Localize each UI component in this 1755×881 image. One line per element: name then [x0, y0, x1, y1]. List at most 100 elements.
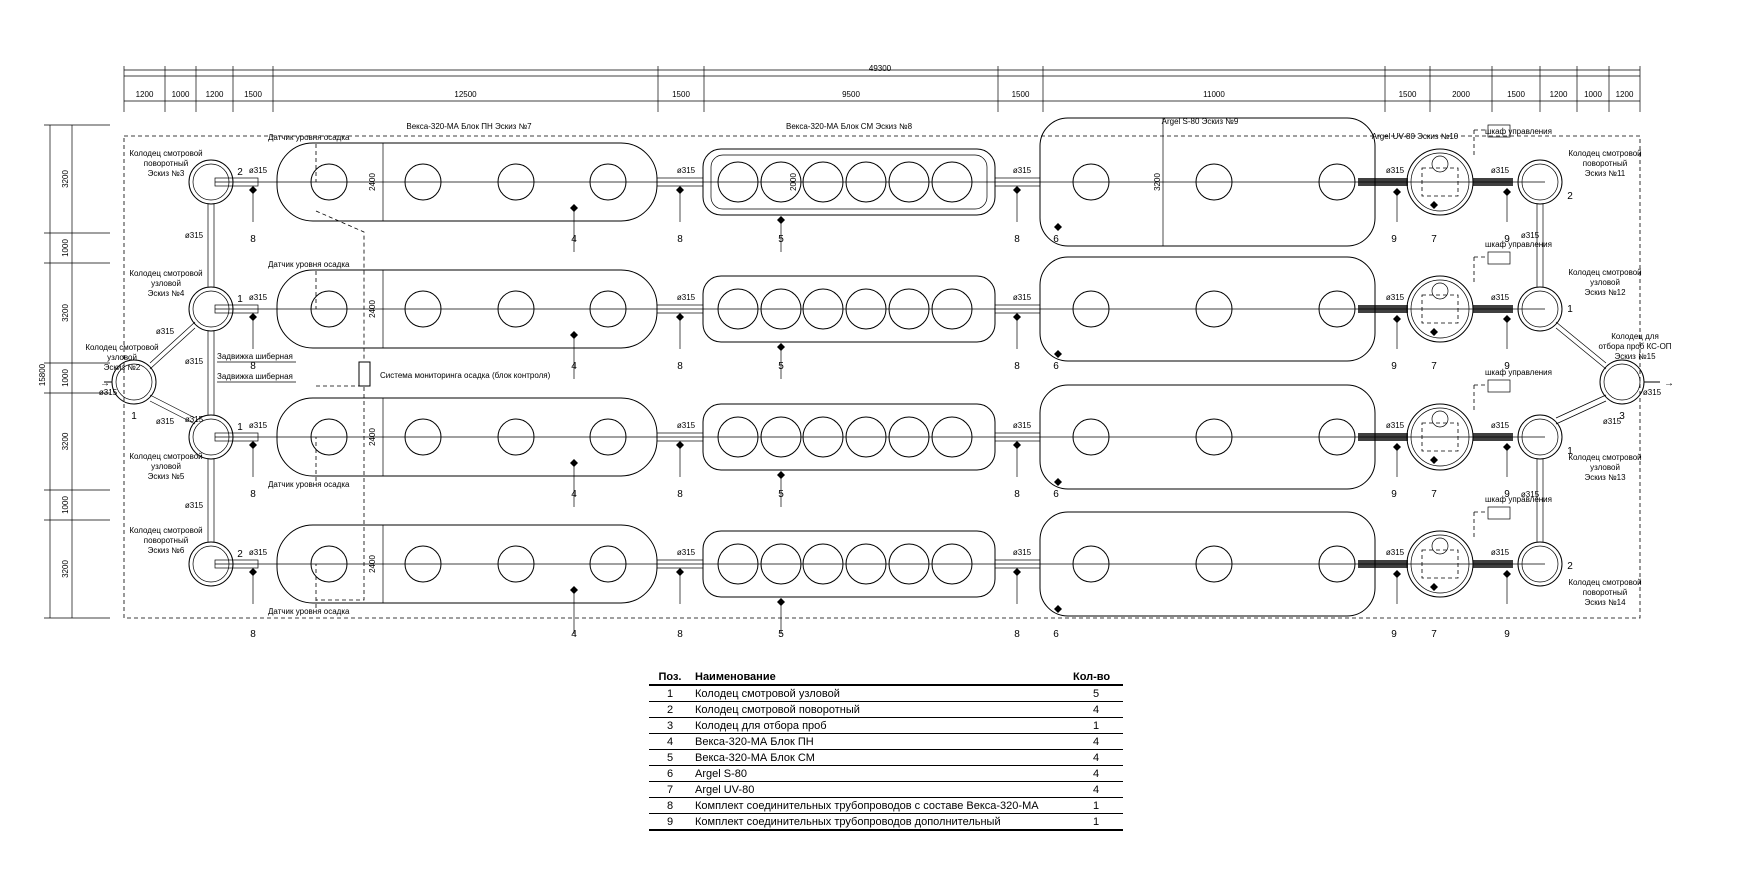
- pos-label-9: 9: [1504, 234, 1510, 245]
- manhole-hatch: [1072, 418, 1110, 456]
- pipe-diameter-label: ø315: [1013, 293, 1032, 302]
- pipe-diameter-label: ø315: [677, 548, 696, 557]
- manhole-hatch: [497, 290, 535, 328]
- sensor-label: Датчик уровня осадка: [268, 133, 350, 142]
- control-cabinet: [1487, 379, 1511, 393]
- manhole-hatch: [404, 163, 442, 201]
- uv80-valve: [1431, 282, 1449, 300]
- well-pos-label: 3: [1619, 411, 1625, 422]
- well-outer: [188, 159, 234, 205]
- pipe-diameter-label: ø315: [1013, 548, 1032, 557]
- uv80-valve: [1431, 410, 1449, 428]
- marker-pos-7: [1430, 201, 1438, 209]
- additional-pipe: [1473, 178, 1513, 186]
- segment-dim-label: 1500: [244, 90, 262, 99]
- pipe-diameter-label: ø315: [677, 166, 696, 175]
- manhole-hatch: [404, 290, 442, 328]
- control-cabinet: [1487, 251, 1511, 265]
- connecting-pipe: [214, 304, 259, 314]
- well-w13: [1517, 414, 1563, 460]
- sensor-label: Датчик уровня осадка: [268, 260, 350, 269]
- well-pipe: [149, 321, 196, 364]
- uv80-unit: [1406, 530, 1474, 598]
- segment-dim-label: 1000: [1584, 90, 1602, 99]
- cell-qty: 4: [1069, 701, 1123, 718]
- segment-dim-label: 1500: [1507, 90, 1525, 99]
- manhole-hatch: [931, 543, 973, 585]
- additional-pipe: [1358, 433, 1408, 441]
- cell-name: Колодец смотровой поворотный: [691, 701, 1069, 718]
- uv80-inner: [1410, 534, 1470, 594]
- cell-name: Argel UV-80: [691, 781, 1069, 798]
- well-pipe: [1555, 400, 1607, 425]
- total-width-label: 49300: [869, 64, 892, 73]
- well-pos-label: 1: [131, 411, 137, 422]
- manhole-hatch: [1195, 290, 1233, 328]
- pos-label-8: 8: [677, 361, 683, 372]
- well-pos-label: 1: [1567, 446, 1573, 457]
- well-w6: [188, 541, 234, 587]
- pos-label-5: 5: [778, 234, 784, 245]
- left-dim-label: 3200: [61, 560, 70, 578]
- uv80-lamp-housing: [1421, 294, 1459, 324]
- well-outer: [1517, 541, 1563, 587]
- uv80-unit: [1406, 403, 1474, 471]
- uv80-valve: [1431, 155, 1449, 173]
- well-inner: [115, 363, 153, 401]
- well-inner: [1603, 363, 1641, 401]
- left-dim-label: 3200: [61, 304, 70, 322]
- block-pn-title: Векса-320-МА Блок ПН Эскиз №7: [406, 122, 532, 131]
- well-caption-line: Эскиз №11: [1585, 169, 1626, 178]
- cell-name: Комплект соединительных трубопроводов с …: [691, 797, 1069, 814]
- manhole-hatch: [1318, 163, 1356, 201]
- pipe-diameter-label: ø315: [1013, 421, 1032, 430]
- manhole-hatch: [589, 163, 627, 201]
- pipe-diameter-label: ø315: [249, 421, 268, 430]
- uv80-lamp-housing: [1421, 422, 1459, 452]
- manhole-hatch: [760, 543, 802, 585]
- well-outer: [1599, 359, 1645, 405]
- col-header-name: Наименование: [691, 670, 1069, 686]
- additional-pipe: [1358, 560, 1408, 568]
- manhole-hatch: [497, 418, 535, 456]
- cell-qty: 4: [1069, 781, 1123, 798]
- pipe-diameter-label: ø315: [1491, 548, 1510, 557]
- pos-label-5: 5: [778, 629, 784, 640]
- control-cabinet: [1487, 124, 1511, 138]
- sensor-label: Датчик уровня осадка: [268, 607, 350, 616]
- pipe-diameter-label: ø315: [1603, 417, 1622, 426]
- marker-pos-6: [1054, 350, 1062, 358]
- pipe-diameter-label: ø315: [185, 357, 204, 366]
- well-caption-line: Колодец для: [1611, 332, 1659, 341]
- pos-label-8: 8: [1014, 234, 1020, 245]
- pipe-diameter-label: ø315: [249, 166, 268, 175]
- pos-label-8: 8: [250, 361, 256, 372]
- manhole-hatch: [802, 288, 844, 330]
- pos-label-9: 9: [1391, 234, 1397, 245]
- pipe-diameter-label: ø315: [1386, 421, 1405, 430]
- well-inner: [1521, 290, 1559, 328]
- well-inner: [192, 545, 230, 583]
- marker-pos-7: [1430, 583, 1438, 591]
- pipe-diameter-label: ø315: [677, 293, 696, 302]
- well-caption-line: узловой: [151, 279, 181, 288]
- tank-dim-label: 3200: [1153, 173, 1162, 191]
- pos-label-8: 8: [1014, 489, 1020, 500]
- segment-dim-label: 1500: [1012, 90, 1030, 99]
- well-pipe: [1555, 327, 1607, 370]
- well-w3: [188, 159, 234, 205]
- monitoring-cable: [315, 210, 365, 362]
- uv80-lamp-housing: [1421, 167, 1459, 197]
- well-caption-line: Колодец смотровой: [129, 269, 202, 278]
- pipe-diameter-label: ø315: [249, 293, 268, 302]
